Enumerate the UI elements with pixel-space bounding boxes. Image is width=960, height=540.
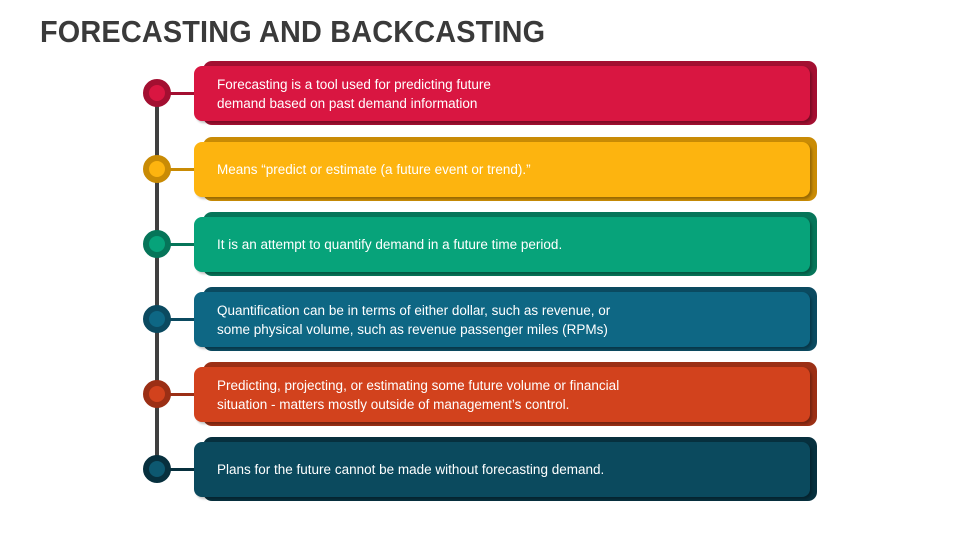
timeline-item-5: Predicting, projecting, or estimating so… xyxy=(0,361,960,427)
timeline-item-2: Means “predict or estimate (a future eve… xyxy=(0,136,960,202)
timeline-node-1 xyxy=(143,79,171,107)
text-card-6: Plans for the future cannot be made with… xyxy=(194,442,810,497)
connector-line-3 xyxy=(168,243,198,246)
timeline-node-4 xyxy=(143,305,171,333)
timeline-node-3 xyxy=(143,230,171,258)
card-text-3: It is an attempt to quantify demand in a… xyxy=(217,237,563,252)
connector-line-1 xyxy=(168,92,198,95)
timeline-node-6 xyxy=(143,455,171,483)
timeline-item-6: Plans for the future cannot be made with… xyxy=(0,436,960,502)
page-title: FORECASTING AND BACKCASTING xyxy=(40,14,546,49)
connector-line-6 xyxy=(168,468,198,471)
timeline-node-5 xyxy=(143,380,171,408)
timeline-item-1: Forecasting is a tool used for predictin… xyxy=(0,60,960,126)
card-text-6: Plans for the future cannot be made with… xyxy=(217,462,605,477)
card-text-5: Predicting, projecting, or estimating so… xyxy=(217,377,620,412)
text-card-4: Quantification can be in terms of either… xyxy=(194,292,810,347)
connector-line-5 xyxy=(168,393,198,396)
card-text-4: Quantification can be in terms of either… xyxy=(217,302,611,337)
timeline-item-4: Quantification can be in terms of either… xyxy=(0,286,960,352)
card-text-1: Forecasting is a tool used for predictin… xyxy=(217,76,491,111)
text-card-5: Predicting, projecting, or estimating so… xyxy=(194,367,810,422)
timeline-item-3: It is an attempt to quantify demand in a… xyxy=(0,211,960,277)
text-card-3: It is an attempt to quantify demand in a… xyxy=(194,217,810,272)
connector-line-4 xyxy=(168,318,198,321)
card-text-2: Means “predict or estimate (a future eve… xyxy=(217,162,531,177)
timeline-line xyxy=(155,93,159,469)
text-card-1: Forecasting is a tool used for predictin… xyxy=(194,66,810,121)
text-card-2: Means “predict or estimate (a future eve… xyxy=(194,142,810,197)
timeline-node-2 xyxy=(143,155,171,183)
connector-line-2 xyxy=(168,168,198,171)
